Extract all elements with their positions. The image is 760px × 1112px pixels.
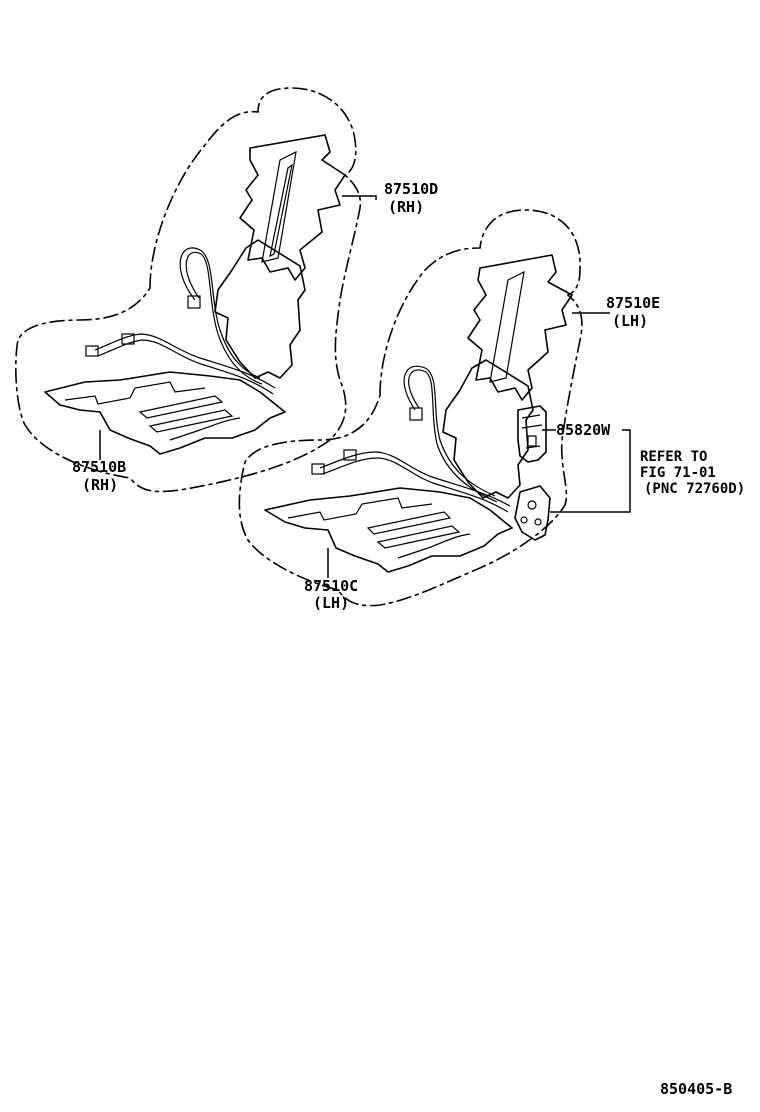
callout-87510c-side: (LH) [313,594,349,612]
callout-87510d: 87510D [384,180,438,198]
seat-lh-outline [238,209,583,607]
seat-heater-switch [517,405,547,463]
seat-rh [15,87,362,493]
seat-rh-outline [15,87,362,493]
seat-lh [238,209,583,607]
reference-line-3: (PNC 72760D) [644,481,745,497]
reference-line-1: REFER TO [640,449,707,465]
harness-lh [403,365,496,497]
seatback-heater-lh [467,254,573,401]
harness-rh [179,247,261,379]
callout-87510b: 87510B [72,458,126,476]
callout-87510b-side: (RH) [82,476,118,494]
connector-unit [514,485,551,541]
seatback-heater-rh [239,134,346,281]
callout-87510e: 87510E [606,294,660,312]
cushion-heater-rh [44,371,286,455]
cushion-heater-lh [264,487,513,573]
leader-lines [99,195,631,578]
callout-87510c: 87510C [304,577,358,595]
reference-line-2: FIG 71-01 [640,465,716,481]
callout-87510e-side: (LH) [612,312,648,330]
callout-87510d-side: (RH) [388,198,424,216]
callout-85820w: 85820W [556,421,611,439]
illustration-code: 850405-B [660,1080,732,1098]
